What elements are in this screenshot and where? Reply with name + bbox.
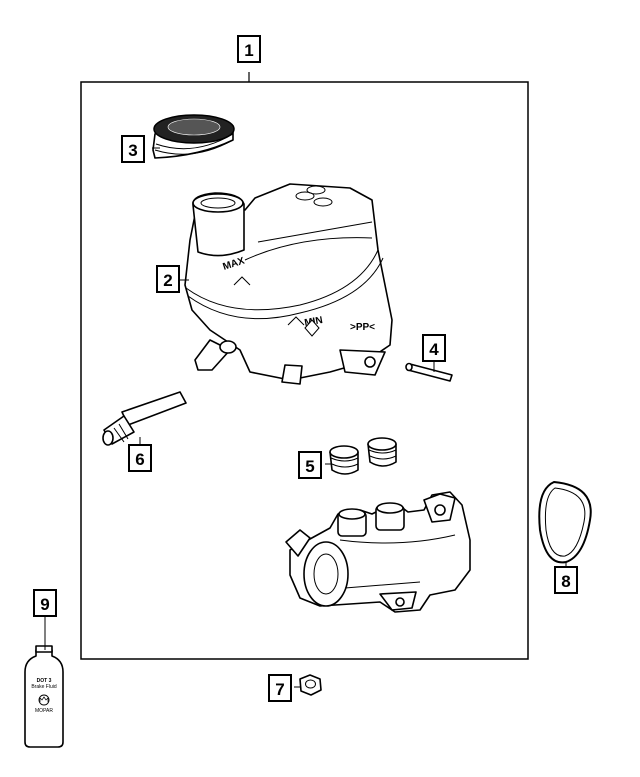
svg-text:9: 9 <box>40 595 49 614</box>
brake-fluid-reservoir: MAX MIN >PP< <box>184 183 393 385</box>
callout-5: 5 <box>298 451 322 479</box>
callout-9: 9 <box>33 589 57 617</box>
svg-text:7: 7 <box>275 680 284 699</box>
callout-6: 6 <box>128 444 152 472</box>
master-cylinder-body <box>285 491 471 613</box>
svg-text:4: 4 <box>429 340 439 359</box>
fluid-level-sensor <box>102 391 187 446</box>
brake-fluid-bottle: DOT 3 Brake Fluid MOPAR <box>24 645 64 748</box>
reservoir-cap <box>152 114 235 159</box>
callout-1: 1 <box>237 35 261 63</box>
svg-text:3: 3 <box>128 141 137 160</box>
svg-text:5: 5 <box>305 457 314 476</box>
assembly-frame <box>80 81 529 660</box>
bottle-label-line2: Brake Fluid <box>31 684 57 690</box>
svg-text:6: 6 <box>135 450 144 469</box>
bottle-label-line1: DOT 3 <box>37 678 52 684</box>
mopar-logo <box>38 694 50 706</box>
material-mark: >PP< <box>350 322 375 333</box>
svg-text:2: 2 <box>163 271 172 290</box>
callout-8: 8 <box>554 566 578 594</box>
callout-7: 7 <box>268 674 292 702</box>
reservoir-grommets <box>329 437 397 475</box>
bottle-brand: MOPAR <box>35 708 53 714</box>
svg-text:1: 1 <box>244 41 253 60</box>
callout-4: 4 <box>422 334 446 362</box>
hex-nut <box>299 674 322 696</box>
svg-text:8: 8 <box>561 572 570 591</box>
retaining-pin <box>405 362 453 382</box>
callout-2: 2 <box>156 265 180 293</box>
pentastar-logo <box>304 319 320 337</box>
master-cylinder-seal <box>538 480 592 564</box>
callout-3: 3 <box>121 135 145 163</box>
